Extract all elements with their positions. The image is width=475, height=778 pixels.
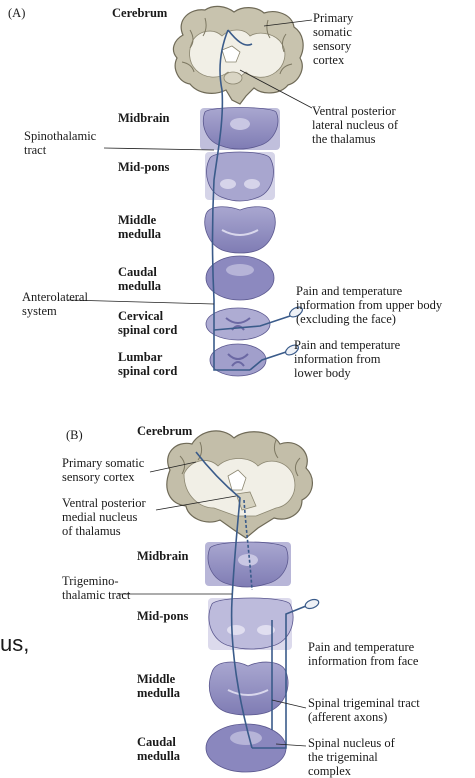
level-midbrain-b: Midbrain (137, 549, 188, 563)
label-spinal-trigeminal-tract: Spinal trigeminal tract(afferent axons) (308, 696, 420, 724)
level-cerebrum-a: Cerebrum (112, 6, 167, 20)
cerebrum-section-a (173, 6, 303, 104)
lumbar-cord-section-a (210, 344, 266, 376)
level-midpons-b: Mid-pons (137, 609, 188, 623)
cervical-cord-section-a (206, 308, 270, 340)
label-trigeminothalamic-tract: Trigemino-thalamic tract (62, 574, 130, 602)
level-midpons-a: Mid-pons (118, 160, 169, 174)
panel-a-label: (A) (8, 6, 25, 20)
panel-b-label: (B) (66, 428, 83, 442)
midpons-section-b (208, 598, 293, 650)
middle-medulla-section-b (209, 662, 288, 715)
caudal-medulla-section-a (206, 256, 274, 300)
middle-medulla-section-a (205, 207, 275, 253)
trigeminal-ganglion-icon-b (304, 598, 320, 610)
midbrain-section-a (200, 108, 280, 151)
midpons-section-a (205, 152, 275, 201)
slide-text-fragment: us, (0, 632, 29, 656)
level-cerebrum-b: Cerebrum (137, 424, 192, 438)
midbrain-section-b (205, 542, 291, 587)
cerebrum-section-b (167, 431, 313, 538)
level-midbrain-a: Midbrain (118, 111, 169, 125)
